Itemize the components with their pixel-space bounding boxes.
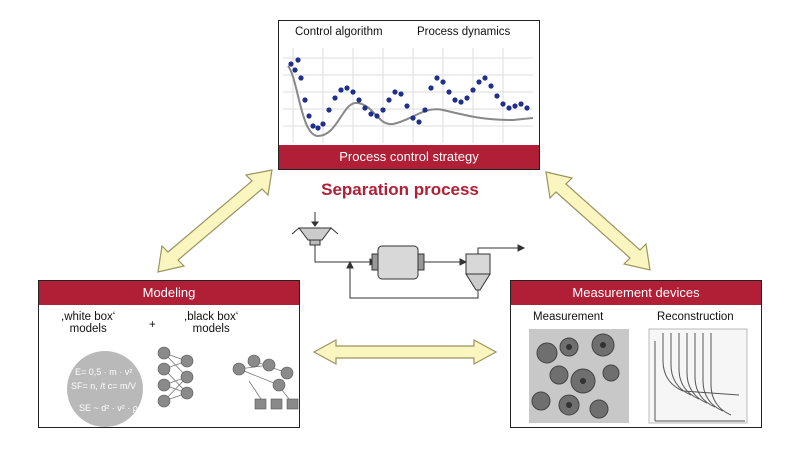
- control-algorithm-label: Control algorithm: [295, 26, 383, 38]
- classifier: [465, 253, 491, 275]
- black-box-label: ,black box‘ models: [184, 311, 239, 335]
- neural-network: [157, 346, 194, 408]
- arrow-modeling-measurement: [312, 338, 498, 366]
- modeling-graphics: [67, 346, 299, 427]
- modeling-bar: Modeling: [39, 281, 299, 305]
- arrow-control-modeling: [157, 169, 273, 273]
- flowsheet: [291, 212, 526, 299]
- reconstruction-plot: [648, 328, 748, 424]
- graph-model: [232, 354, 299, 410]
- equation-1: E= 0,5 · m · v²: [75, 367, 133, 377]
- mill-drum: [377, 245, 419, 280]
- measurement-devices-bar: Measurement devices: [511, 281, 761, 305]
- process-dynamics-label: Process dynamics: [417, 26, 511, 38]
- equation-3: SE ~ d² · v² · ρ: [79, 403, 138, 413]
- equation-disc: [67, 351, 143, 427]
- measurement-label: Measurement: [533, 311, 604, 323]
- separation-process-title: Separation process: [321, 180, 479, 199]
- model-curve: [287, 65, 533, 138]
- arrow-control-measurement: [545, 171, 651, 271]
- feeder-hopper: [298, 227, 332, 241]
- process-dynamics-plot: [283, 48, 533, 143]
- plus-sign: +: [149, 319, 156, 331]
- measurement-images: [529, 328, 748, 424]
- equation-2: SF= n, /t c= m/V: [71, 381, 137, 391]
- modeling-panel: Modeling ,white box‘ models + ,black box…: [38, 280, 300, 428]
- control-strategy-panel: Control algorithm Process dynamics: [278, 20, 540, 170]
- white-box-label: ,white box‘ models: [61, 311, 116, 335]
- measurement-panel: Measurement devices Measurement Reconstr…: [510, 280, 762, 428]
- measurement-dots: [288, 57, 530, 131]
- reconstruction-label: Reconstruction: [657, 311, 734, 323]
- process-control-strategy-bar: Process control strategy: [279, 145, 539, 169]
